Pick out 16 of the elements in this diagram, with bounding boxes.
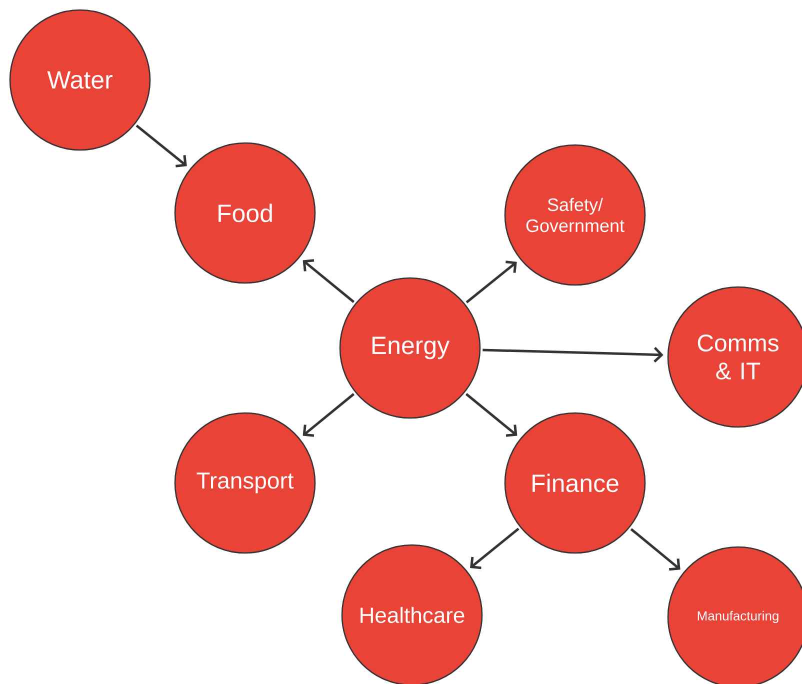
arrow <box>302 259 355 303</box>
circle-node: Energy <box>339 277 481 419</box>
arrow <box>136 124 187 168</box>
arrow <box>302 393 355 437</box>
circle-node: Finance <box>504 412 646 554</box>
circle-node: Food <box>174 142 316 284</box>
arrow <box>465 393 518 437</box>
circle-node: Transport <box>174 412 316 554</box>
circle-node: Manufacturing <box>667 546 802 684</box>
circle-node: Safety/ Government <box>504 144 646 286</box>
arrow <box>482 346 664 363</box>
arrow <box>630 528 680 571</box>
arrow <box>466 260 517 304</box>
circle-node: Water <box>9 9 151 151</box>
arrow <box>470 528 520 570</box>
circle-node: Healthcare <box>341 544 483 684</box>
